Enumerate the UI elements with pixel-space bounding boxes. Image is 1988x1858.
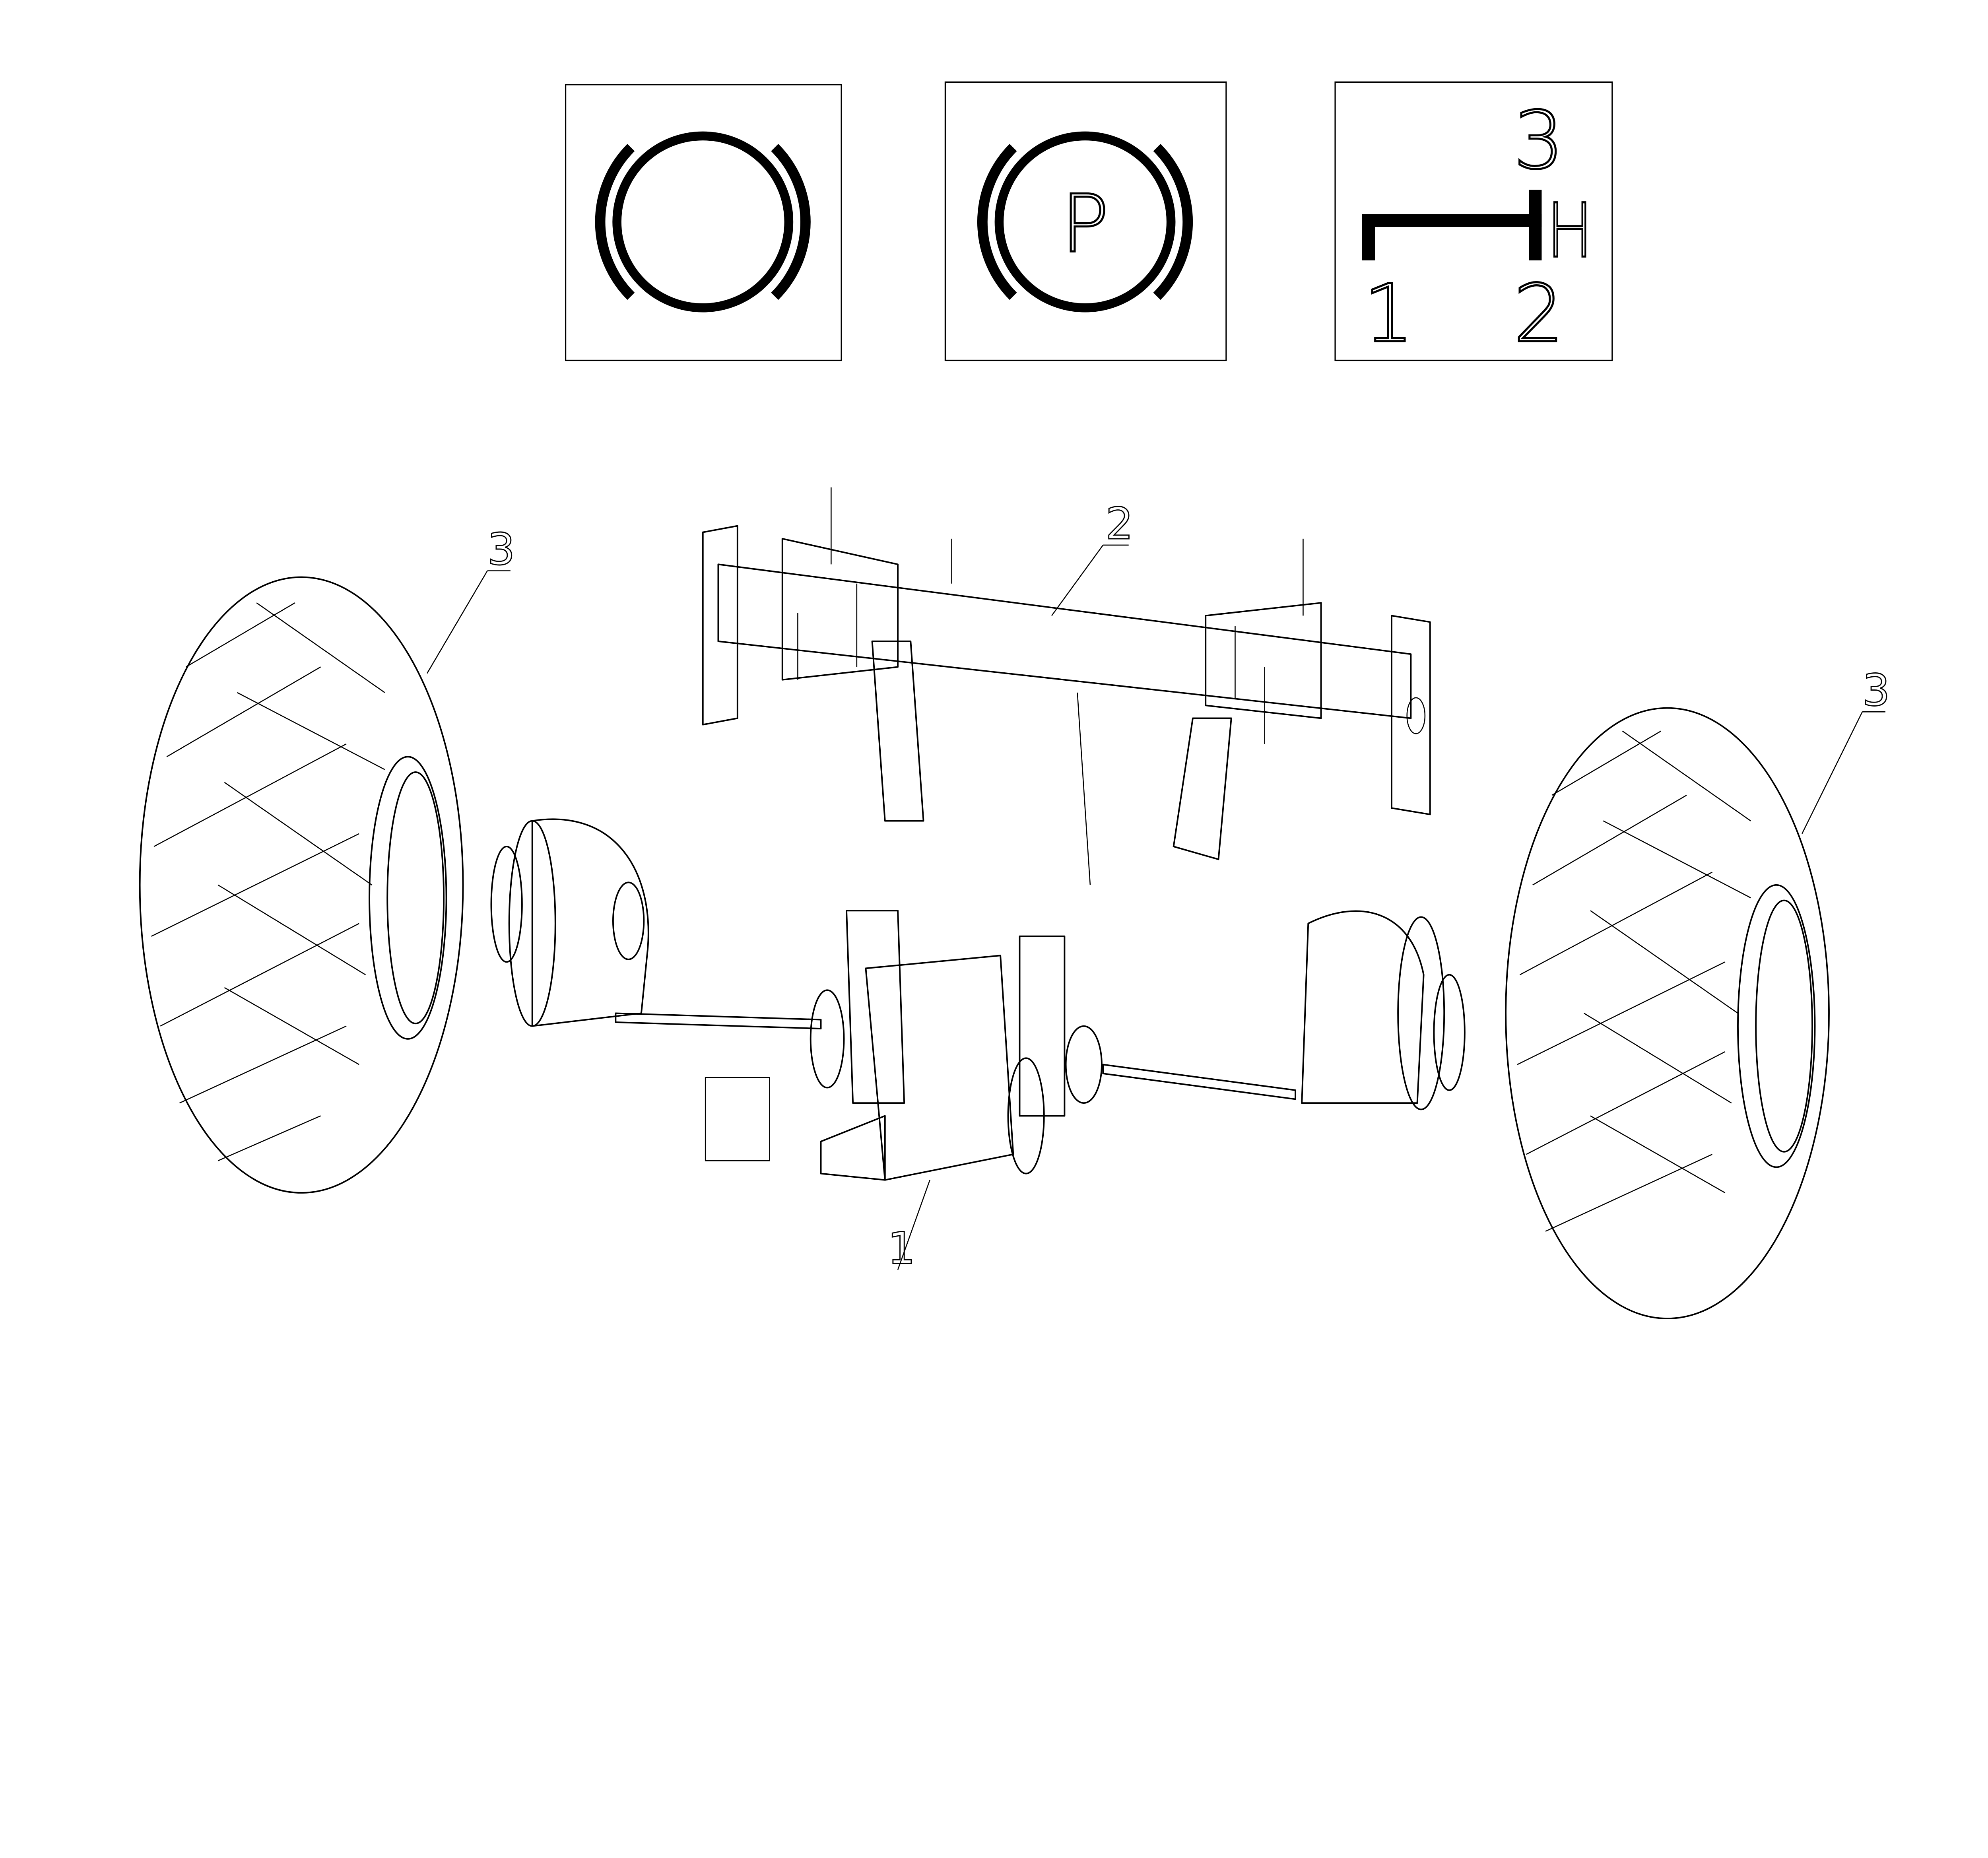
gear-label-2: 2 [1513,268,1564,360]
right-wheel-tire [1505,707,1830,1320]
svg-text:3: 3 [487,524,515,575]
callout-1: 1 [887,1180,930,1274]
transmission-assembly [615,910,1296,1181]
left-hub [490,818,649,1027]
right-hub [1301,910,1466,1111]
svg-text:3: 3 [1862,665,1890,716]
parts-diagram: P 1 2 3 H [139,81,1891,1320]
gear-label-3: 3 [1513,95,1564,187]
left-wheel-tire [139,576,464,1194]
axle-frame [702,487,1431,885]
range-label-h: H [1547,188,1593,274]
callout-2: 2 [1051,497,1134,616]
svg-text:2: 2 [1106,498,1134,549]
gear-shift-pattern-icon: 1 2 3 H [1334,81,1613,361]
svg-text:1: 1 [887,1223,915,1274]
parking-brake-icon: P [944,81,1227,361]
brake-warning-icon [565,84,842,361]
callout-3-left: 3 [427,523,516,674]
parking-letter: P [1061,178,1109,270]
gear-label-1: 1 [1363,268,1414,360]
callout-3-right: 3 [1802,664,1891,834]
